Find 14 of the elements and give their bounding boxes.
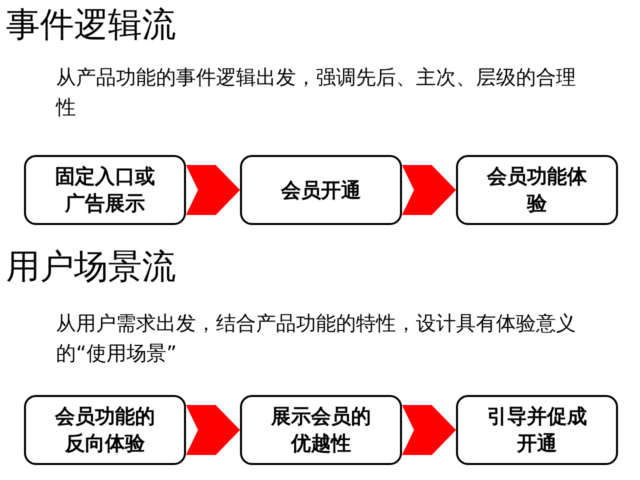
process-box: 固定入口或广告展示 bbox=[24, 155, 186, 225]
heading: 用户场景流 bbox=[6, 246, 176, 289]
process-box: 展示会员的优越性 bbox=[240, 395, 402, 465]
process-box: 引导并促成开通 bbox=[456, 395, 618, 465]
heading: 事件逻辑流 bbox=[6, 4, 176, 47]
process-box: 会员开通 bbox=[240, 155, 402, 225]
description-text: 从产品功能的事件逻辑出发，强调先后、主次、层级的合理性 bbox=[56, 64, 576, 121]
description-text: 从用户需求出发，结合产品功能的特性，设计具有体验意义的“使用场景” bbox=[56, 310, 576, 367]
arrow bbox=[402, 405, 456, 455]
process-box: 会员功能体验 bbox=[456, 155, 618, 225]
arrow bbox=[186, 405, 240, 455]
arrow bbox=[402, 165, 456, 215]
arrow bbox=[186, 165, 240, 215]
process-box: 会员功能的反向体验 bbox=[24, 395, 186, 465]
